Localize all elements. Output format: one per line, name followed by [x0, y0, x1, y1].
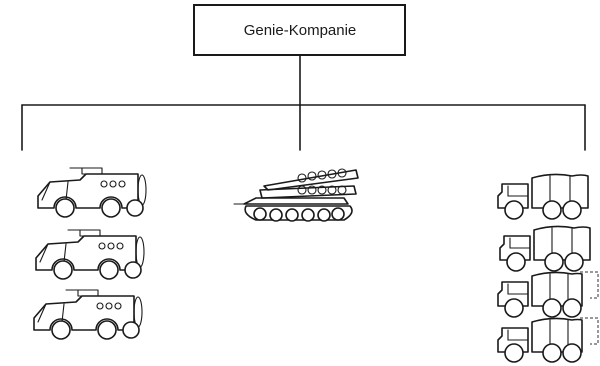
group-right: [497, 173, 599, 363]
armored-personnel-carrier: [33, 289, 143, 340]
bridge-layer-tank: [233, 168, 359, 222]
root-box: [193, 4, 406, 56]
covered-truck: [497, 317, 599, 363]
covered-truck: [499, 225, 591, 272]
root-label: Genie-Kompanie: [244, 22, 357, 39]
root-node: Genie-Kompanie: [193, 4, 406, 56]
covered-truck: [497, 271, 599, 318]
covered-truck: [497, 173, 589, 220]
armored-personnel-carrier: [37, 167, 147, 218]
armored-personnel-carrier: [35, 229, 145, 280]
group-left: [33, 167, 147, 340]
connector-lines: [21, 54, 586, 151]
